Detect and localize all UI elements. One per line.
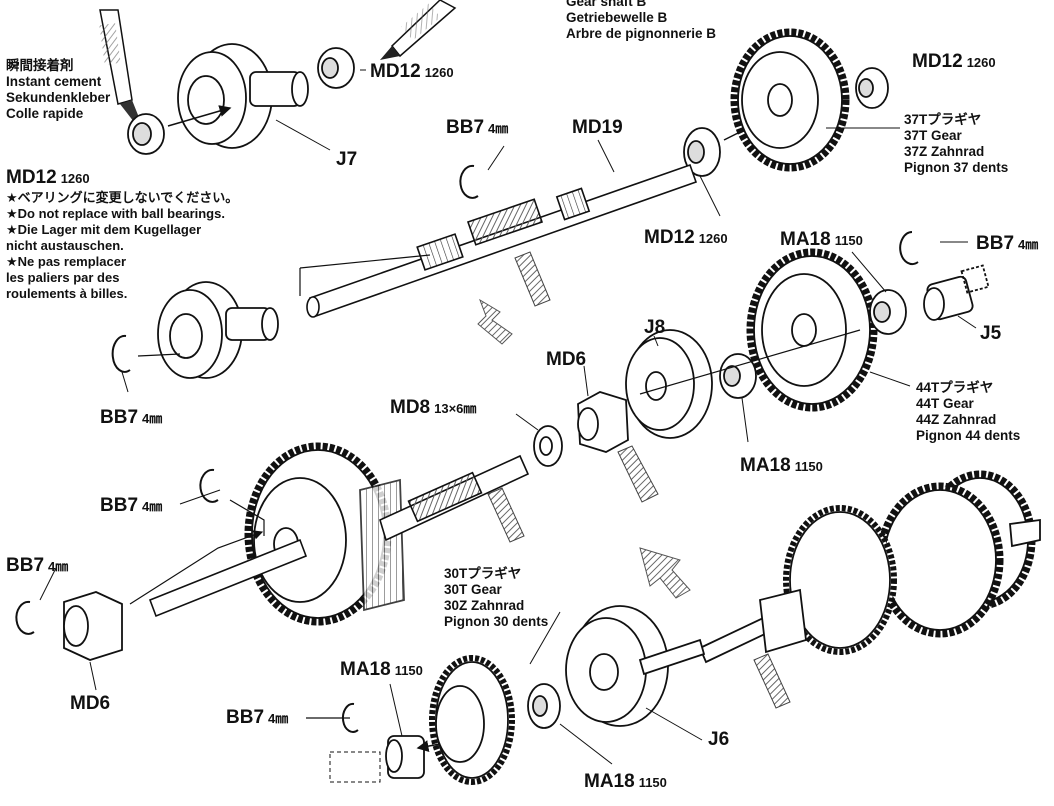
note-line: nicht austauschen.	[6, 238, 124, 253]
part-j7: J7	[336, 149, 358, 170]
note-line: ★Do not replace with ball bearings.	[6, 206, 225, 221]
direction-arrow-icon	[477, 298, 513, 345]
joint-j5	[923, 264, 990, 321]
grease-brush-icon	[753, 653, 791, 709]
label-line: 瞬間接着剤	[6, 58, 74, 73]
joint-j7-lower	[157, 281, 279, 379]
gear-shaft-b-label: Gear shaft B Getriebewelle B Arbre de pi…	[566, 0, 716, 42]
bearing-md12-right	[683, 67, 889, 177]
label-line: Arbre de pignonnerie B	[566, 26, 717, 41]
part-md19: MD19	[572, 117, 623, 138]
hex-nut-md6	[577, 391, 629, 453]
label-line: Pignon 44 dents	[916, 428, 1021, 443]
bearing-warning-note: ★ベアリングに変更しないでください。 ★Do not replace with …	[6, 190, 238, 302]
part-j5: J5	[980, 323, 1002, 344]
bearing-ma18-bottom	[385, 683, 561, 779]
note-line: ★Die Lager mit dem Kugellager	[6, 222, 202, 237]
e-clip-bb7	[459, 164, 919, 265]
shaft-md19	[306, 163, 698, 318]
part-md6-mid: MD6	[546, 349, 587, 370]
note-line: ★Ne pas remplacer	[6, 254, 127, 269]
part-j6: J6	[708, 729, 730, 750]
gear-37t-label: 37Tプラギヤ 37T Gear 37Z Zahnrad Pignon 37 d…	[904, 112, 1008, 176]
leader-lines	[39, 69, 977, 765]
washer-md8	[533, 425, 563, 467]
gear-30t-assembly	[244, 442, 405, 626]
dashed-outline	[329, 751, 381, 783]
grease-brush-icon	[617, 445, 659, 503]
glue-tube-icon	[99, 9, 140, 122]
note-line: ★ベアリングに変更しないでください。	[6, 190, 239, 205]
part-j8: J8	[644, 317, 666, 338]
glue-tube-icon	[380, 0, 457, 60]
bearing-md12	[127, 47, 355, 155]
gear-37t	[730, 28, 850, 172]
gear-30t-label: 30Tプラギヤ 30T Gear 30Z Zahnrad Pignon 30 d…	[444, 566, 548, 630]
gear-30t-bottom	[429, 655, 515, 785]
label-line: Pignon 37 dents	[904, 160, 1009, 175]
shaft-lower	[148, 454, 530, 618]
e-clip-bb7	[15, 468, 359, 733]
note-line: roulements à billes.	[6, 286, 128, 301]
joint-j8	[625, 329, 713, 439]
note-line: les paliers par des	[6, 270, 120, 285]
label-line: 37Tプラギヤ	[904, 112, 982, 127]
label-line: Sekundenkleber	[6, 90, 111, 105]
label-line: 30T Gear	[444, 582, 502, 597]
e-clip-bb7	[111, 334, 131, 373]
label-line: Getriebewelle B	[566, 10, 668, 25]
label-line: 44Tプラギヤ	[916, 380, 994, 395]
gear-44t	[746, 248, 878, 412]
label-line: Instant cement	[6, 74, 102, 89]
label-line: Gear shaft B	[566, 0, 647, 9]
direction-arrow-icon	[639, 547, 691, 599]
grease-brush-icon	[514, 251, 551, 307]
bearing-ma18	[719, 289, 907, 399]
label-line: 44Z Zahnrad	[916, 412, 997, 427]
joint-j6	[565, 605, 706, 727]
label-line: Pignon 30 dents	[444, 614, 549, 629]
completed-assembly	[698, 470, 1041, 664]
label-line: 37Z Zahnrad	[904, 144, 985, 159]
label-line: Colle rapide	[6, 106, 84, 121]
label-line: 30Z Zahnrad	[444, 598, 525, 613]
grease-brush-icon	[487, 487, 525, 543]
joint-j7-top	[177, 43, 309, 149]
gear-44t-label: 44Tプラギヤ 44T Gear 44Z Zahnrad Pignon 44 d…	[916, 380, 1020, 444]
hex-nut-md6-lower	[63, 591, 123, 661]
part-md6-bottom: MD6	[70, 693, 111, 714]
label-line: 37T Gear	[904, 128, 962, 143]
instant-cement-label: 瞬間接着剤 Instant cement Sekundenkleber Coll…	[6, 58, 110, 122]
label-line: 30Tプラギヤ	[444, 566, 522, 581]
label-line: 44T Gear	[916, 396, 974, 411]
